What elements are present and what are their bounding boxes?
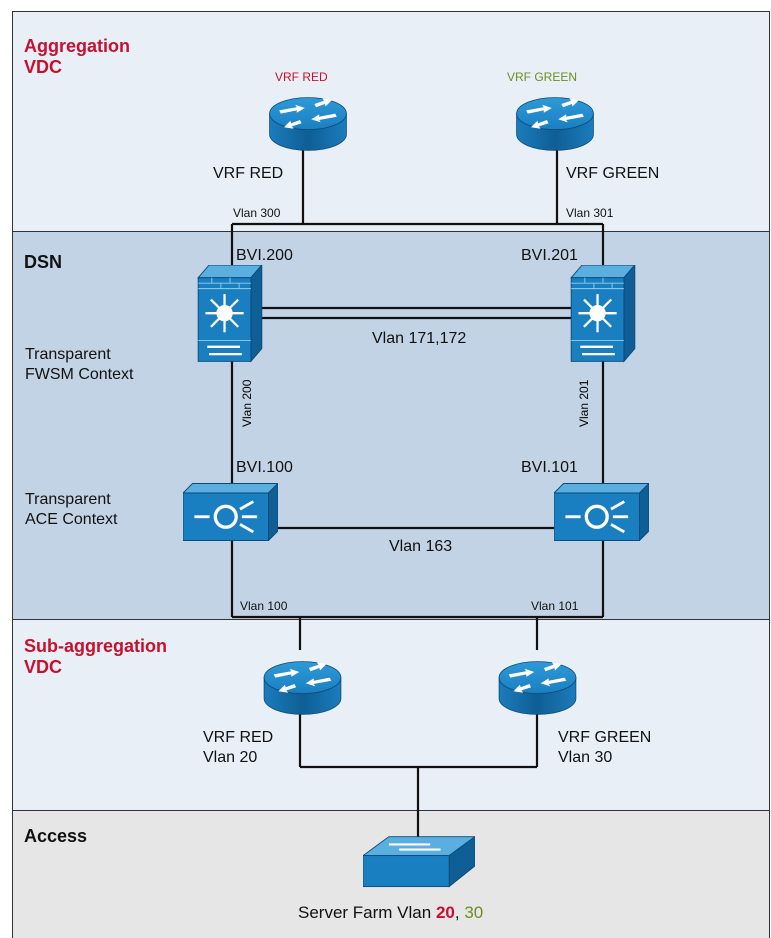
- vlan100-label: Vlan 100: [240, 599, 288, 613]
- vlan163-label: Vlan 163: [389, 538, 453, 555]
- links: [230, 148, 605, 842]
- access-switch: [363, 835, 475, 888]
- vlan201-label: Vlan 201: [577, 379, 591, 427]
- server-farm-label: Server Farm Vlan 20, 30: [298, 903, 483, 923]
- vrf-green-label: VRF GREEN: [566, 165, 660, 182]
- ace-load-balancer-right: [554, 483, 649, 541]
- aggregation-vdc-zone: [12, 11, 770, 232]
- fwsm-firewall-left: [196, 265, 264, 363]
- fwsm-context-label: Transparent FWSM Context: [25, 346, 134, 383]
- dsn-zone: [12, 231, 770, 620]
- server-farm-vlan-red: 20: [435, 903, 455, 922]
- router-red-caption: VRF RED: [275, 70, 328, 84]
- vlan171-172-label: Vlan 171,172: [372, 330, 467, 347]
- sub-vrf-green-label: VRF GREEN Vlan 30: [558, 729, 652, 766]
- fwsm-firewall-right: [569, 265, 637, 363]
- ace-load-balancer-left: [183, 483, 278, 541]
- dsn-title: DSN: [24, 252, 63, 272]
- ace-context-label: Transparent ACE Context: [25, 491, 118, 528]
- vlan101-label: Vlan 101: [531, 599, 579, 613]
- router-vrf-red-aggregation: [269, 97, 347, 151]
- bvi100-label: BVI.100: [236, 459, 293, 476]
- bvi101-label: BVI.101: [521, 459, 578, 476]
- router-vrf-red-sub-aggregation: [263, 661, 342, 715]
- aggregation-vdc-title: Aggregation VDC: [24, 36, 130, 77]
- router-vrf-green-aggregation: [516, 97, 594, 151]
- router-vrf-green-sub-aggregation: [498, 661, 577, 715]
- router-green-caption: VRF GREEN: [507, 70, 578, 84]
- sub-aggregation-vdc-title: Sub-aggregation VDC: [24, 636, 167, 677]
- vrf-red-label: VRF RED: [213, 165, 284, 182]
- vlan300-label: Vlan 300: [233, 206, 281, 220]
- server-farm-separator: ,: [454, 903, 465, 922]
- vlan301-label: Vlan 301: [566, 206, 614, 220]
- vlan200-label: Vlan 200: [240, 379, 254, 427]
- server-farm-vlan-green: 30: [464, 903, 484, 922]
- sub-vrf-red-label: VRF RED Vlan 20: [203, 729, 274, 766]
- bvi201-label: BVI.201: [521, 247, 578, 264]
- bvi200-label: BVI.200: [236, 247, 293, 264]
- access-title: Access: [24, 826, 88, 846]
- server-farm-prefix: Server Farm Vlan: [298, 903, 436, 922]
